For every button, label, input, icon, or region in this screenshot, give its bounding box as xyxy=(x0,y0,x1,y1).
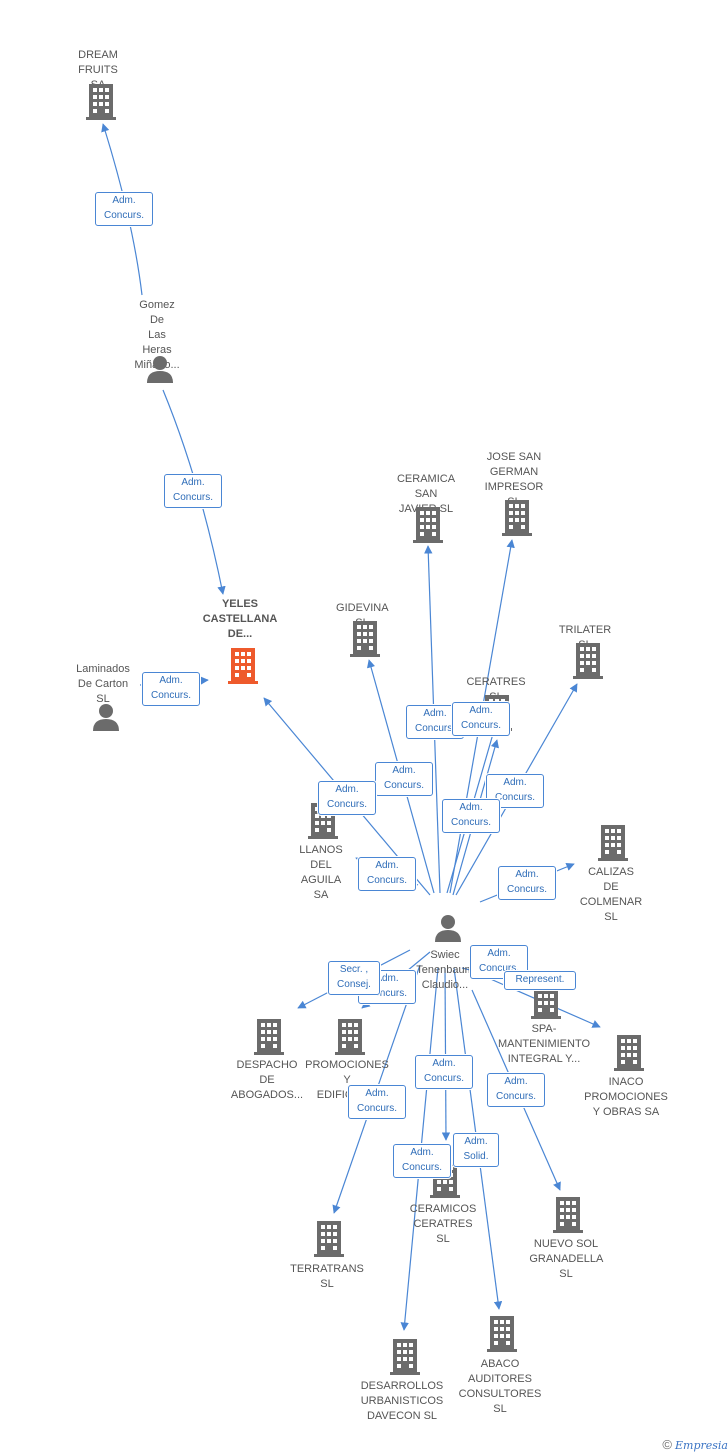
relation-label[interactable]: Adm. Concurs. xyxy=(393,1144,451,1178)
building-icon xyxy=(390,1339,420,1375)
relation-label[interactable]: Adm. Concurs. xyxy=(470,945,528,979)
company-label: TERRATRANS SL xyxy=(290,1263,364,1290)
building-icon xyxy=(86,84,116,120)
brand-name: Empresia xyxy=(675,1439,728,1452)
relation-label[interactable]: Adm. Concurs. xyxy=(498,866,556,900)
relation-label[interactable]: Adm. Concurs. xyxy=(95,192,153,226)
relation-label[interactable]: Adm. Concurs. xyxy=(442,799,500,833)
company-label: SPA- MANTENIMIENTO INTEGRAL Y... xyxy=(497,1023,591,1065)
company-label: DESPACHO DE ABOGADOS... xyxy=(230,1059,304,1101)
relation-label[interactable]: Adm. Concurs. xyxy=(415,1055,473,1089)
building-icon xyxy=(502,500,532,536)
company-label: CALIZAS DE COLMENAR SL xyxy=(579,866,643,923)
building-icon xyxy=(614,1035,644,1071)
relation-label[interactable]: Secr. , Consej. xyxy=(328,961,380,995)
company-label: INACO PROMOCIONES Y OBRAS SA xyxy=(584,1076,668,1118)
building-icon xyxy=(413,507,443,543)
person-label: Laminados De Carton SL xyxy=(76,663,130,705)
relation-label[interactable]: Adm. Solid. xyxy=(453,1133,499,1167)
company-label: LLANOS DEL AGUILA SA xyxy=(299,844,343,901)
building-icon xyxy=(335,1019,365,1055)
relation-label[interactable]: Adm. Concurs. xyxy=(164,474,222,508)
company-label: CERAMICOS CERATRES SL xyxy=(409,1203,477,1245)
relation-label[interactable]: Adm. Concurs. xyxy=(318,781,376,815)
building-icon xyxy=(598,825,628,861)
relation-label[interactable]: Adm. Concurs. xyxy=(142,672,200,706)
relation-label[interactable]: Adm. Concurs. xyxy=(487,1073,545,1107)
company-label: JOSE SAN GERMAN IMPRESOR SL xyxy=(484,451,544,508)
relation-label[interactable]: Represent. xyxy=(504,971,576,990)
company-label: DESARROLLOS URBANISTICOS DAVECON SL xyxy=(360,1380,444,1422)
company-label: NUEVO SOL GRANADELLA SL xyxy=(529,1238,604,1280)
building-icon xyxy=(314,1221,344,1257)
person-icon xyxy=(147,356,173,383)
footer-brand: © Empresia xyxy=(662,1437,728,1455)
building-icon xyxy=(254,1019,284,1055)
relation-label[interactable]: Adm. Concurs. xyxy=(358,857,416,891)
company-label: ABACO AUDITORES CONSULTORES SL xyxy=(458,1358,542,1415)
relation-label[interactable]: Adm. Concurs. xyxy=(375,762,433,796)
person-label: Gomez De Las Heras Miñano... xyxy=(134,299,179,371)
building-icon-highlighted xyxy=(228,648,258,684)
copyright-icon: © xyxy=(662,1437,672,1452)
building-icon xyxy=(487,1316,517,1352)
building-icon xyxy=(350,621,380,657)
company-label: YELES CASTELLANA DE... xyxy=(202,598,278,640)
building-icon xyxy=(553,1197,583,1233)
person-label: Swiec Tenenbaum Claudio... xyxy=(416,949,474,991)
person-icon xyxy=(93,704,119,731)
person-icon xyxy=(435,915,461,942)
relation-label[interactable]: Adm. Concurs. xyxy=(348,1085,406,1119)
relation-label[interactable]: Adm. Concurs. xyxy=(452,702,510,736)
building-icon xyxy=(573,643,603,679)
